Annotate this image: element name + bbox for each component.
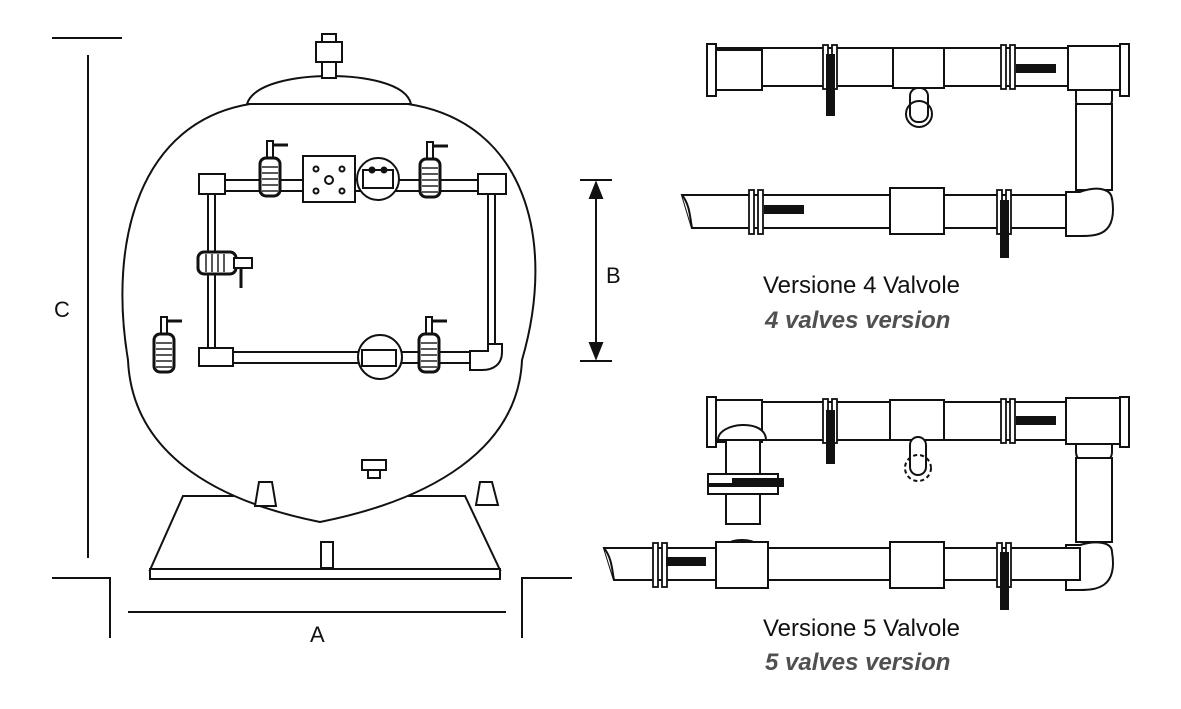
diagram-5-valves [602, 396, 1130, 610]
tank-foot-right [474, 481, 500, 506]
air-vent-valve [315, 33, 343, 79]
frame-corner-tl [198, 173, 226, 195]
dimension-a-label: A [310, 622, 325, 647]
version-5-title: Versione 5 Valvole [763, 615, 960, 642]
frame-corner-bl [198, 347, 234, 367]
frame-elbow-br [469, 343, 503, 371]
tank-body [121, 103, 537, 524]
filter-tank [52, 33, 612, 638]
dimension-b [580, 179, 612, 362]
version-4-subtitle: 4 valves version [764, 307, 950, 334]
dimension-c-label: C [54, 297, 70, 322]
tank-base-plate [149, 568, 501, 580]
version-4-title: Versione 4 Valvole [763, 272, 960, 299]
dimension-b-label: B [606, 263, 621, 288]
floor-line-left [52, 577, 111, 638]
frame-corner-tr [477, 173, 507, 195]
diagram-4-valves [680, 43, 1130, 258]
tank-lid [245, 74, 413, 105]
version-5-subtitle: 5 valves version [765, 649, 950, 676]
floor-line-right [521, 577, 572, 638]
sight-glass [361, 459, 387, 471]
valve-handle-side [196, 250, 253, 288]
drain-stub [320, 541, 334, 569]
gauge-plate [302, 155, 356, 203]
valve-manifold [152, 139, 507, 380]
tank-foot-left [253, 481, 278, 507]
